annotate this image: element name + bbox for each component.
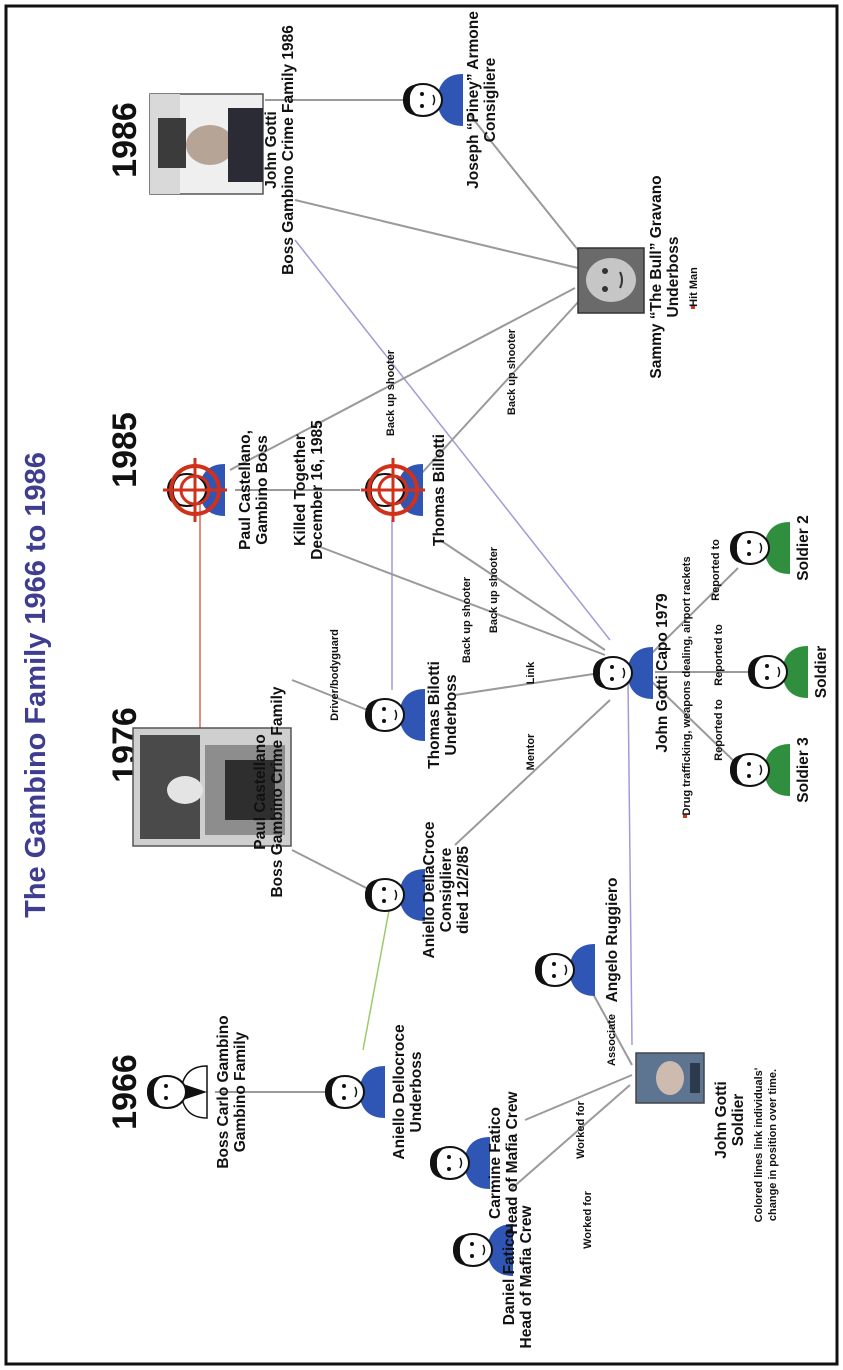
- line-paul-target-capo: [314, 544, 606, 656]
- person-name-gotti-capo: John Gotti Capo 1979: [654, 593, 671, 753]
- line-armone-sammy: [469, 114, 579, 251]
- edge-label-reported-1: Reported to: [713, 699, 725, 761]
- bullet-marker: [683, 815, 687, 818]
- person-icon: [747, 645, 809, 699]
- person-role-carmine: Head of Mafia Crew: [504, 1091, 521, 1235]
- person-role-aniello-d: Underboss: [408, 1052, 425, 1133]
- edge-label-associate: Associate: [606, 1014, 618, 1066]
- person-role-daniel: Head of Mafia Crew: [518, 1205, 535, 1349]
- person-name-soldier: Soldier: [813, 646, 830, 699]
- edge-label-driver: Driver/bodyguard: [329, 629, 341, 721]
- person-name-carmine: Carmine Fatico: [487, 1107, 504, 1219]
- bullet-marker: [691, 306, 695, 309]
- person-name-sammy: Sammy “The Bull” Gravano: [648, 175, 665, 378]
- line-paul-bilotti: [291, 679, 381, 716]
- person-role-armone: Consigliere: [482, 57, 499, 142]
- person-icon: [729, 743, 791, 797]
- note-gotti-capo: Drug trafficking, weapons dealing, airpo…: [681, 556, 693, 815]
- person-icon: [729, 521, 791, 575]
- frame-border: [4, 4, 839, 1366]
- killed-together-label: Killed Together: [292, 434, 309, 546]
- person-role-bilotti-ub: Underboss: [443, 675, 460, 756]
- target-icon: [161, 456, 229, 524]
- person-name-armone: Joseph “Piney” Armone: [465, 11, 482, 189]
- person-name-angelo: Angelo Ruggiero: [604, 878, 621, 1003]
- line-carmine-gotti: [524, 1074, 633, 1121]
- person-role-gotti-soldier: Soldier: [730, 1094, 747, 1147]
- person-role-paul-1976: Boss Gambino Crime Family: [269, 686, 286, 897]
- person-name-soldier2: Soldier 2: [795, 515, 812, 580]
- person-icon: [146, 1065, 208, 1119]
- line-bilotti-capo: [454, 672, 601, 696]
- person-role-gotti-1986: Boss Gambino Crime Family 1986: [280, 25, 297, 275]
- line-aniello-dellacroce-green: [362, 904, 391, 1051]
- edge-label-reported-2: Reported to: [713, 624, 725, 686]
- person-icon: [429, 1136, 491, 1190]
- node-labels: Boss Carlo Gambino Gambino Family Aniell…: [215, 11, 830, 1349]
- person-name-soldier3: Soldier 3: [795, 737, 812, 803]
- photo-icon: [635, 1052, 705, 1104]
- diagram-title: The Gambino Family 1966 to 1986: [20, 452, 52, 918]
- person-name-aniello-c: Aniello DellaCroce: [421, 821, 438, 958]
- edge-label-link: Link: [525, 661, 537, 684]
- person-name-paul-1976: Paul Castellano: [252, 734, 269, 849]
- edge-label-back-up-2: Back up shooter: [488, 546, 500, 633]
- person-name-aniello-d: Aniello Dellocroce: [391, 1024, 408, 1160]
- person-name-gotti-1986: John Gotti: [263, 111, 280, 189]
- target-icon: [359, 456, 427, 524]
- edge-label-back-up-4: Back up shooter: [506, 328, 518, 415]
- edge-label-back-up-3: Back up shooter: [385, 349, 397, 436]
- photo-icon: [149, 93, 264, 195]
- node-icons: [132, 73, 809, 1277]
- killed-together-date: December 16, 1985: [309, 420, 326, 560]
- edge-label-back-up-1: Back up shooter: [461, 576, 473, 663]
- person-role-aniello-c: Consigliere: [438, 847, 455, 932]
- person-icon: [402, 73, 464, 127]
- person-icon: [364, 868, 426, 922]
- year-label-1985: 1985: [106, 412, 144, 488]
- edge-label-mentor: Mentor: [525, 733, 537, 770]
- edge-label-reported-3: Reported to: [710, 539, 722, 601]
- person-icon: [364, 688, 426, 742]
- photo-icon: [132, 727, 292, 847]
- line-capo-soldier2: [649, 567, 739, 656]
- line-gotti-soldier-capo: [627, 679, 633, 1046]
- person-role-paul-target: Gambino Boss: [254, 435, 271, 544]
- line-paul-target-sammy: [229, 287, 576, 471]
- photo-icon: [577, 247, 645, 314]
- person-icon: [324, 1065, 386, 1119]
- person-role-carlo: Gambino Family: [232, 1031, 249, 1152]
- edge-label-worked-for-1: Worked for: [582, 1190, 594, 1249]
- edge-label-worked-for-2: Worked for: [575, 1100, 587, 1159]
- note-sammy: Hit Man: [688, 267, 700, 307]
- legend-note-line2: change in position over time.: [767, 1069, 779, 1221]
- line-capo-soldier3: [649, 679, 739, 766]
- line-paul-aniello-c: [291, 849, 381, 896]
- person-name-bilotti-target: Thomas Billotti: [431, 434, 448, 546]
- legend-note-line1: Colored lines link individuals': [753, 1067, 765, 1222]
- line-daniel-gotti: [509, 1084, 631, 1191]
- line-bilotti-target-sammy: [419, 299, 581, 476]
- person-name-paul-target: Paul Castellano,: [237, 430, 254, 550]
- line-gotti1986-sammy: [294, 199, 579, 269]
- person-name-carlo: Boss Carlo Gambino: [215, 1015, 232, 1168]
- person-icon: [534, 943, 596, 997]
- person-name-bilotti-ub: Thomas Bilotti: [426, 661, 443, 769]
- person-note-aniello-c: died 12/2/85: [455, 846, 472, 934]
- line-bilotti-target-capo: [439, 539, 606, 651]
- line-aniello-c-capo: [454, 699, 611, 846]
- person-name-gotti-soldier: John Gotti: [713, 1081, 730, 1159]
- year-label-1986: 1986: [106, 102, 144, 178]
- person-role-sammy: Underboss: [665, 237, 682, 318]
- person-name-daniel: Daniel Fatico: [501, 1229, 518, 1325]
- edge-labels: Worked for Worked for Associate Mentor L…: [329, 328, 725, 1249]
- year-label-1966: 1966: [106, 1054, 144, 1130]
